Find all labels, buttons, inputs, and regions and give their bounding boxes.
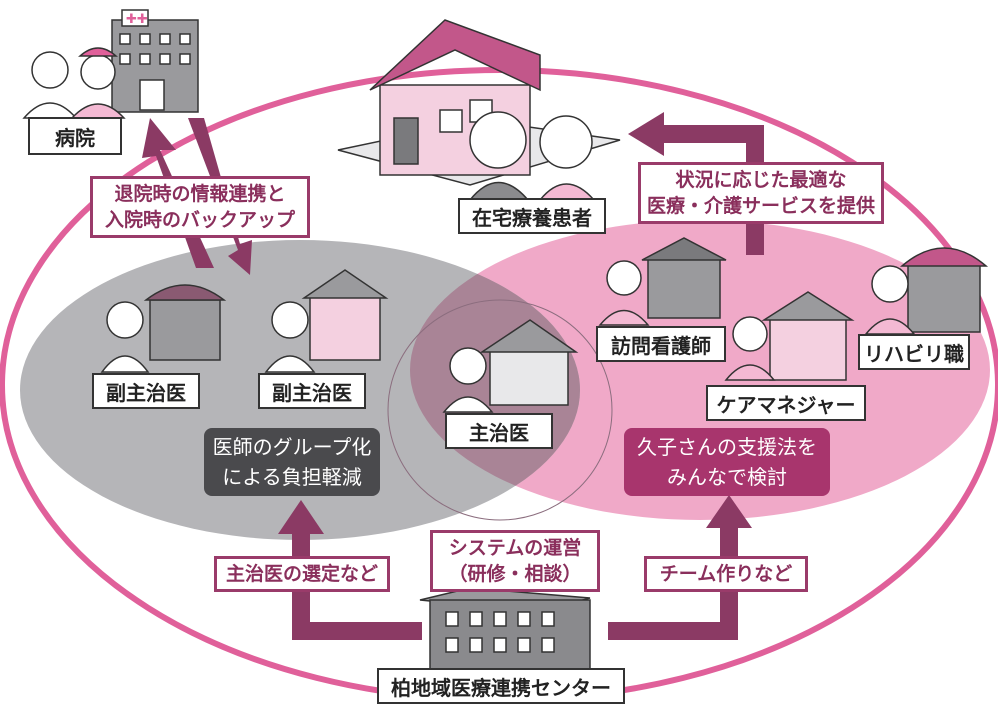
clinic-icon bbox=[864, 247, 989, 335]
system-line-2: （研修・相談） bbox=[448, 563, 582, 585]
clinic-icon bbox=[598, 237, 727, 326]
clinic-icon bbox=[100, 284, 227, 373]
clinic-icon bbox=[442, 319, 579, 413]
hospital-link-callout: 退院時の情報連携と 入院時のバックアップ bbox=[90, 176, 310, 238]
center-building-icon bbox=[419, 587, 591, 673]
services-line-1: 状況に応じた最適な bbox=[675, 169, 847, 191]
home-patient-label: 在宅療養患者 bbox=[458, 198, 606, 234]
nurse-icon bbox=[70, 47, 126, 119]
doctor-grouping-line-1: 医師のグループ化 bbox=[212, 435, 372, 459]
doctor-grouping-box: 医師のグループ化 による負担軽減 bbox=[204, 428, 380, 496]
sub-doctor-label: 副主治医 bbox=[92, 373, 200, 409]
team-callout: チーム作りなど bbox=[644, 556, 808, 592]
elderly-couple-icon bbox=[468, 111, 596, 201]
sub-doctor-label: 副主治医 bbox=[258, 373, 366, 409]
rehab-label: リハビリ職 bbox=[858, 334, 970, 370]
discussion-box: 久子さんの支援法を みんなで検討 bbox=[624, 428, 830, 496]
clinic-icon bbox=[724, 291, 855, 381]
overlap-area bbox=[387, 299, 613, 521]
hospital-label: 病院 bbox=[28, 117, 122, 155]
discussion-line-1: 久子さんの支援法を bbox=[637, 435, 817, 459]
hospital-link-line-2: 入院時のバックアップ bbox=[104, 209, 295, 231]
hospital-link-line-1: 退院時の情報連携と bbox=[114, 183, 286, 205]
system-line-1: システムの運営 bbox=[448, 537, 582, 559]
services-callout: 状況に応じた最適な 医療・介護サービスを提供 bbox=[638, 162, 884, 224]
main-doctor-label: 主治医 bbox=[445, 413, 553, 449]
select-doctor-callout: 主治医の選定など bbox=[214, 556, 390, 592]
center-label: 柏地域医療連携センター bbox=[377, 668, 625, 704]
doctor-grouping-line-2: による負担軽減 bbox=[222, 465, 362, 489]
discussion-line-2: みんなで検討 bbox=[667, 465, 787, 489]
services-line-2: 医療・介護サービスを提供 bbox=[647, 195, 876, 217]
care-manager-label: ケアマネジャー bbox=[706, 385, 866, 421]
clinic-icon bbox=[264, 269, 389, 373]
doctor-icon bbox=[22, 51, 78, 119]
system-callout: システムの運営 （研修・相談） bbox=[430, 530, 600, 592]
svg-text:✚✚: ✚✚ bbox=[126, 12, 148, 27]
visiting-nurse-label: 訪問看護師 bbox=[596, 326, 726, 362]
hospital-building-icon: ✚✚ bbox=[111, 9, 199, 113]
